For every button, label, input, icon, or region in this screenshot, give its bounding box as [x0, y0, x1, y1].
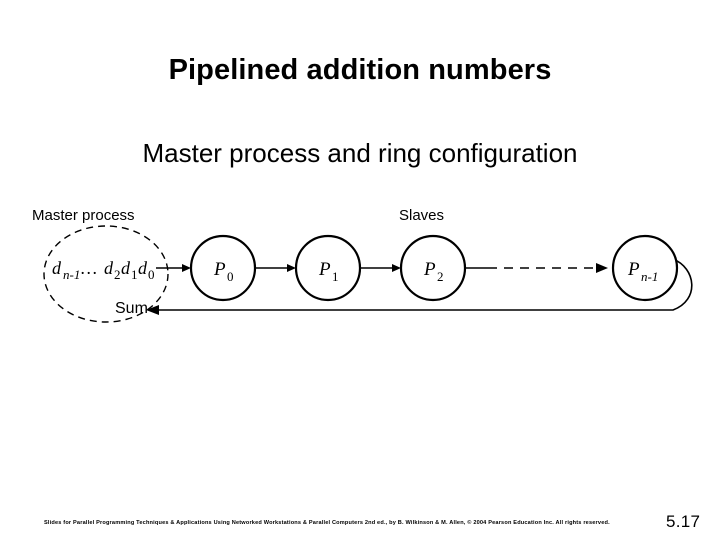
process-node-p0-sub: 0 [227, 269, 234, 284]
data-term-3-sub: 1 [131, 267, 138, 282]
data-term-2-base: d [104, 258, 114, 278]
data-term-2-sub: 2 [114, 267, 121, 282]
data-term-1-base: … [81, 258, 97, 278]
process-node-p1: P 1 [294, 234, 362, 302]
sum-label: Sum [115, 300, 148, 317]
slaves-label: Slaves [399, 207, 444, 224]
page-subtitle: Master process and ring configuration [142, 138, 578, 168]
data-term-4-sub: 0 [148, 267, 155, 282]
arrow-master-to-p0 [156, 264, 191, 272]
master-data-stream: d n-1 … d 2 d 1 d 0 [52, 258, 155, 282]
process-node-p0: P 0 [189, 234, 257, 302]
process-node-p0-base: P [213, 259, 226, 280]
arrow-p1-to-p2 [360, 264, 401, 272]
ring-configuration-diagram: Master process Slaves d n-1 … d 2 d 1 d … [18, 196, 708, 346]
process-node-p2: P 2 [399, 234, 467, 302]
diagram-svg: Master process Slaves d n-1 … d 2 d 1 d … [32, 207, 693, 323]
feedback-loop-path [146, 258, 693, 315]
process-node-p1-base: P [318, 259, 331, 280]
data-term-0-base: d [52, 258, 62, 278]
process-node-pn1-sub: n-1 [641, 269, 658, 284]
page-title: Pipelined addition numbers [168, 54, 552, 86]
data-term-0-sub: n-1 [63, 267, 80, 282]
data-term-4-base: d [138, 258, 148, 278]
process-node-p1-sub: 1 [332, 269, 339, 284]
process-node-pn1: P n-1 [611, 234, 679, 302]
arrow-p2-to-pn1-dashed [465, 263, 608, 273]
master-process-label: Master process [32, 207, 135, 224]
copyright-footer: Slides for Parallel Programming Techniqu… [44, 520, 610, 526]
process-node-pn1-base: P [627, 259, 640, 280]
process-node-p2-sub: 2 [437, 269, 444, 284]
data-term-3-base: d [121, 258, 131, 278]
page-number: 5.17 [666, 512, 701, 531]
master-process-boundary [43, 225, 169, 323]
process-node-p2-base: P [423, 259, 436, 280]
arrow-p0-to-p1 [255, 264, 296, 272]
